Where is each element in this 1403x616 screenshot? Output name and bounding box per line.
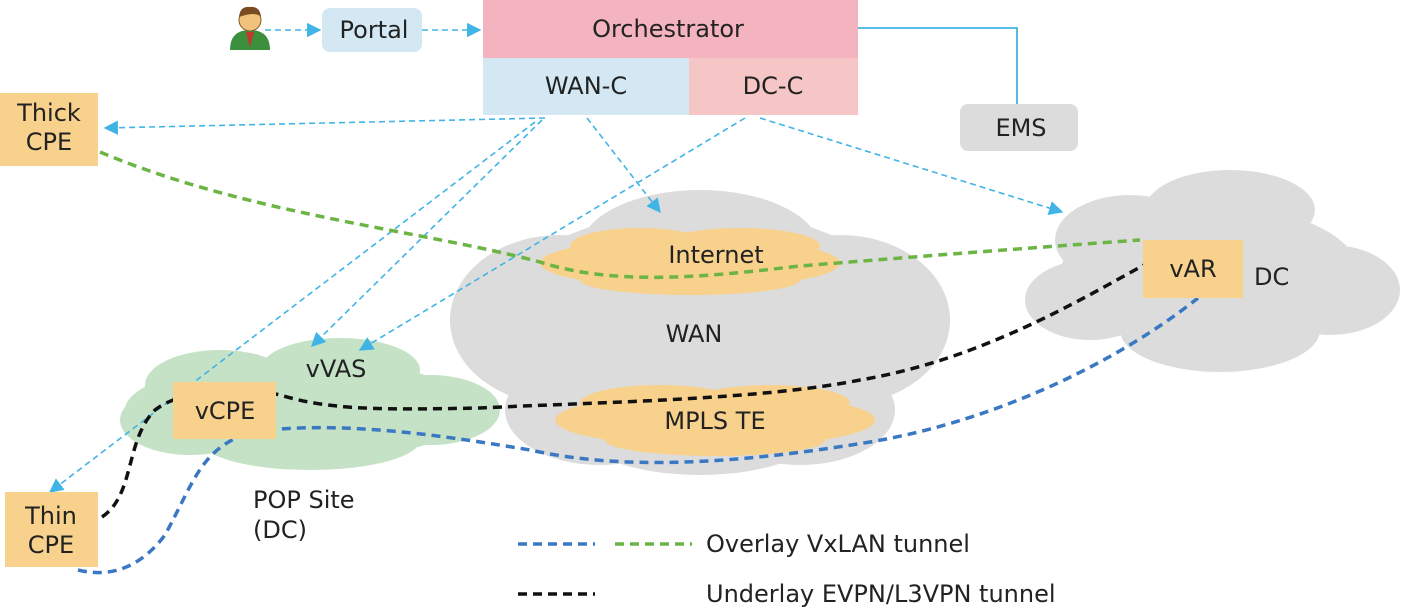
pop-site-label-line1: POP Site — [253, 486, 355, 514]
orchestrator-label: Orchestrator — [592, 15, 744, 43]
thick-cpe-label-line1: Thick — [16, 99, 81, 127]
overlay-green-tunnel — [99, 150, 1141, 280]
legend-overlay-label: Overlay VxLAN tunnel — [706, 530, 970, 558]
pop-site-label-line2: (DC) — [253, 516, 307, 544]
thick-cpe-box[interactable] — [0, 93, 98, 166]
dc-label: DC — [1254, 263, 1289, 291]
vcpe-box[interactable] — [173, 382, 276, 439]
vvas-label: vVAS — [306, 355, 367, 383]
thin-cpe-label-line1: Thin — [24, 502, 77, 530]
wanc-to-thin-cpe-link — [48, 121, 536, 493]
user-icon — [230, 6, 270, 50]
var-label: vAR — [1169, 255, 1216, 283]
dc-c-label: DC-C — [743, 72, 804, 100]
wanc-to-internet-link — [586, 117, 661, 214]
portal-box[interactable] — [322, 8, 422, 52]
wanc-to-thick-cpe-link — [103, 117, 546, 135]
orchestrator-box[interactable] — [483, 0, 858, 58]
legend-underlay-label: Underlay EVPN/L3VPN tunnel — [706, 580, 1056, 608]
dc-c-box[interactable] — [689, 58, 858, 115]
vcpe-label: vCPE — [195, 397, 256, 425]
underlay-black-tunnel — [100, 263, 1145, 519]
portal-label: Portal — [340, 16, 409, 44]
thin-cpe-label-line2: CPE — [28, 531, 74, 559]
wan-c-label: WAN-C — [545, 72, 627, 100]
thin-cpe-box[interactable] — [5, 492, 98, 567]
var-box[interactable] — [1143, 240, 1243, 298]
ems-label: EMS — [995, 114, 1046, 142]
wan-c-box[interactable] — [483, 58, 689, 115]
dcc-to-vvas-link — [358, 117, 746, 351]
dc-cloud — [1025, 170, 1400, 372]
wan-label: WAN — [666, 320, 723, 348]
ems-box[interactable] — [960, 104, 1078, 151]
orchestrator-to-ems-link — [858, 27, 1018, 104]
thick-cpe-label-line2: CPE — [26, 128, 72, 156]
dcc-to-dc-link — [759, 117, 1064, 216]
internet-label: Internet — [668, 241, 763, 269]
legend: Overlay VxLAN tunnel Underlay EVPN/L3VPN… — [518, 530, 1056, 608]
mpls-te-label: MPLS TE — [664, 407, 765, 435]
mpls-te-cloud — [555, 385, 875, 456]
control-links — [48, 22, 1064, 493]
wanc-to-vvas-link — [310, 119, 543, 348]
overlay-blue-tunnel — [77, 296, 1200, 575]
